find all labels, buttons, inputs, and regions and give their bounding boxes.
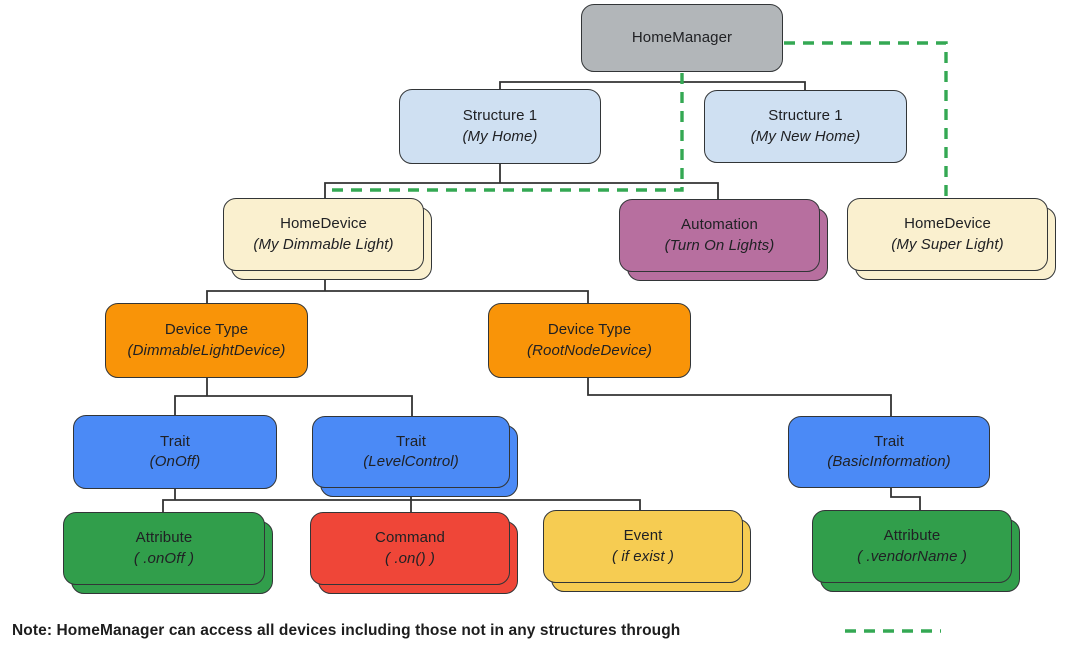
node-attribute-onoff: Attribute ( .onOff )	[63, 512, 273, 594]
node-card: HomeDevice (My Super Light)	[847, 198, 1048, 271]
node-card: Trait (LevelControl)	[312, 416, 510, 488]
node-title: Trait	[160, 432, 190, 450]
node-automation-turn-on-lights: Automation (Turn On Lights)	[619, 199, 828, 281]
dashed-link-homemanager-dimmablelight	[328, 73, 684, 192]
node-title: Device Type	[547, 321, 632, 339]
node-card: Device Type (DimmableLightDevice)	[105, 303, 308, 378]
node-trait-onoff: Trait (OnOff)	[73, 415, 277, 489]
node-card: HomeDevice (My Dimmable Light)	[223, 198, 424, 271]
node-card: Trait (OnOff)	[73, 415, 277, 489]
node-card: Command ( .on() )	[310, 512, 510, 585]
node-subtitle: (OnOff)	[149, 453, 201, 470]
node-card: Event ( if exist )	[543, 510, 743, 583]
node-structure-my-new-home: Structure 1 (My New Home)	[704, 90, 907, 163]
node-event-if-exist: Event ( if exist )	[543, 510, 751, 592]
node-subtitle: ( .onOff )	[133, 549, 195, 567]
footnote: Note: HomeManager can access all devices…	[12, 622, 832, 640]
node-subtitle: (My Dimmable Light)	[253, 235, 394, 253]
node-subtitle: ( .vendorName )	[857, 547, 967, 565]
node-title: Event	[623, 527, 663, 545]
node-title: Structure 1	[462, 107, 538, 125]
node-subtitle: (LevelControl)	[363, 453, 459, 470]
node-title: Structure 1	[768, 107, 843, 125]
direct-access-dashed-lines	[328, 41, 948, 198]
node-card: Device Type (RootNodeDevice)	[488, 303, 691, 378]
node-subtitle: (DimmableLightDevice)	[127, 341, 286, 359]
node-card: HomeManager	[581, 4, 783, 72]
node-devicetype-dimmablelightdevice: Device Type (DimmableLightDevice)	[105, 303, 308, 378]
node-homedevice-my-dimmable-light: HomeDevice (My Dimmable Light)	[223, 198, 432, 280]
node-card: Attribute ( .onOff )	[63, 512, 265, 585]
note-text: Note: HomeManager can access all devices…	[12, 622, 681, 639]
node-subtitle: (My Home)	[462, 127, 538, 145]
node-title: Automation	[681, 216, 758, 234]
node-card: Structure 1 (My New Home)	[704, 90, 907, 163]
node-command-on: Command ( .on() )	[310, 512, 518, 594]
node-title: HomeDevice	[904, 215, 991, 233]
node-title: Trait	[874, 432, 904, 450]
node-attribute-vendorname: Attribute ( .vendorName )	[812, 510, 1020, 592]
node-subtitle: ( .on() )	[384, 549, 436, 567]
node-title: Attribute	[135, 529, 193, 547]
dashed-link-homemanager-superlight	[784, 41, 948, 198]
node-trait-levelcontrol: Trait (LevelControl)	[312, 416, 518, 497]
node-title: HomeManager	[631, 28, 733, 46]
node-subtitle: (RootNodeDevice)	[527, 341, 652, 359]
node-subtitle: ( if exist )	[611, 547, 675, 565]
node-card: Automation (Turn On Lights)	[619, 199, 820, 272]
node-card: Trait (BasicInformation)	[788, 416, 990, 488]
node-subtitle: (BasicInformation)	[827, 453, 951, 470]
node-subtitle: (Turn On Lights)	[664, 236, 775, 254]
node-title: Trait	[396, 432, 426, 450]
node-home-manager: HomeManager	[581, 4, 783, 72]
node-subtitle: (My Super Light)	[891, 235, 1004, 253]
node-card: Structure 1 (My Home)	[399, 89, 601, 164]
tree-connectors	[162, 81, 921, 512]
node-title: Device Type	[164, 321, 249, 339]
node-subtitle: (My New Home)	[750, 127, 861, 145]
node-devicetype-rootnodedevice: Device Type (RootNodeDevice)	[488, 303, 691, 378]
node-card: Attribute ( .vendorName )	[812, 510, 1012, 583]
node-structure-my-home: Structure 1 (My Home)	[399, 89, 601, 164]
node-title: Command	[375, 529, 445, 547]
node-homedevice-my-super-light: HomeDevice (My Super Light)	[847, 198, 1056, 280]
node-title: HomeDevice	[280, 215, 367, 233]
node-title: Attribute	[883, 527, 941, 545]
node-trait-basicinformation: Trait (BasicInformation)	[788, 416, 990, 488]
